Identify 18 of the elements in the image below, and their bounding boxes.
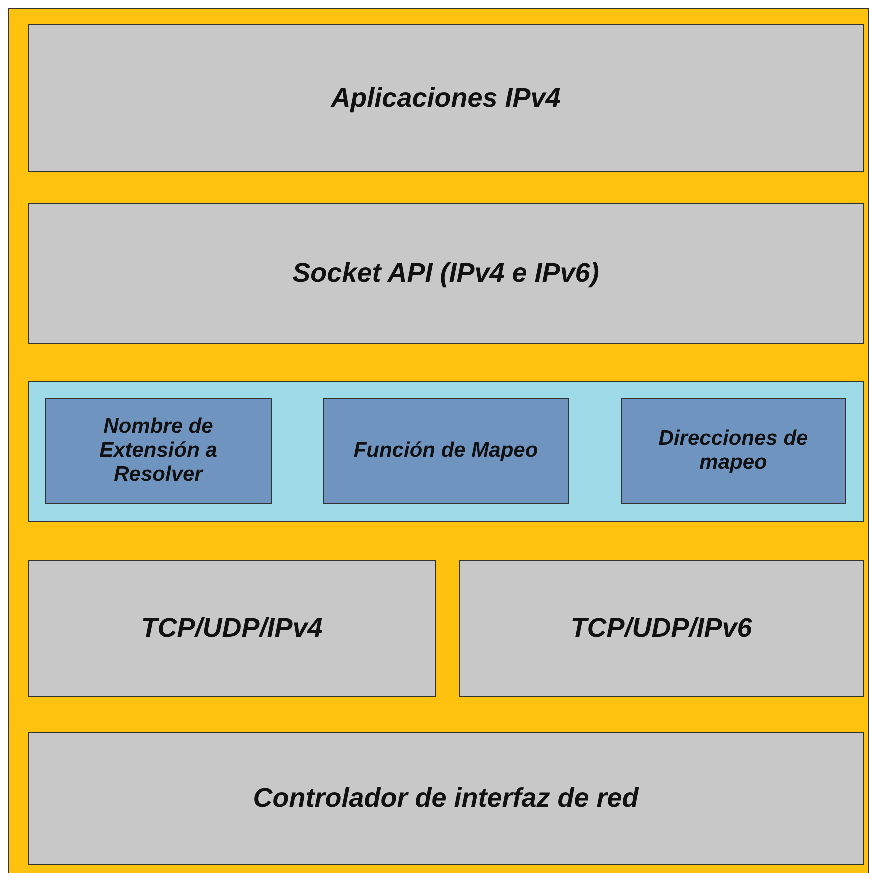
module-box bbox=[621, 398, 846, 504]
layer-label: Controlador de interfaz de red bbox=[252, 783, 640, 814]
layer-label: TCP/UDP/IPv6 bbox=[570, 613, 754, 644]
module-box bbox=[45, 398, 272, 504]
layer-label: Aplicaciones IPv4 bbox=[330, 82, 562, 114]
layer-label: Direcciones de mapeo bbox=[658, 427, 810, 475]
layer-label: Socket API (IPv4 e IPv6) bbox=[292, 258, 600, 289]
module-box bbox=[323, 398, 569, 504]
layer-box bbox=[28, 203, 864, 344]
layer-label: TCP/UDP/IPv4 bbox=[140, 613, 324, 644]
layer-box bbox=[28, 732, 864, 865]
layer-label: Función de Mapeo bbox=[352, 439, 540, 463]
layer-label: Nombre de Extensión a Resolver bbox=[98, 415, 218, 487]
layer-box bbox=[28, 24, 864, 172]
mapping-band bbox=[28, 381, 864, 522]
stack-frame bbox=[8, 8, 869, 873]
layer-box bbox=[28, 560, 436, 697]
layer-box bbox=[459, 560, 864, 697]
